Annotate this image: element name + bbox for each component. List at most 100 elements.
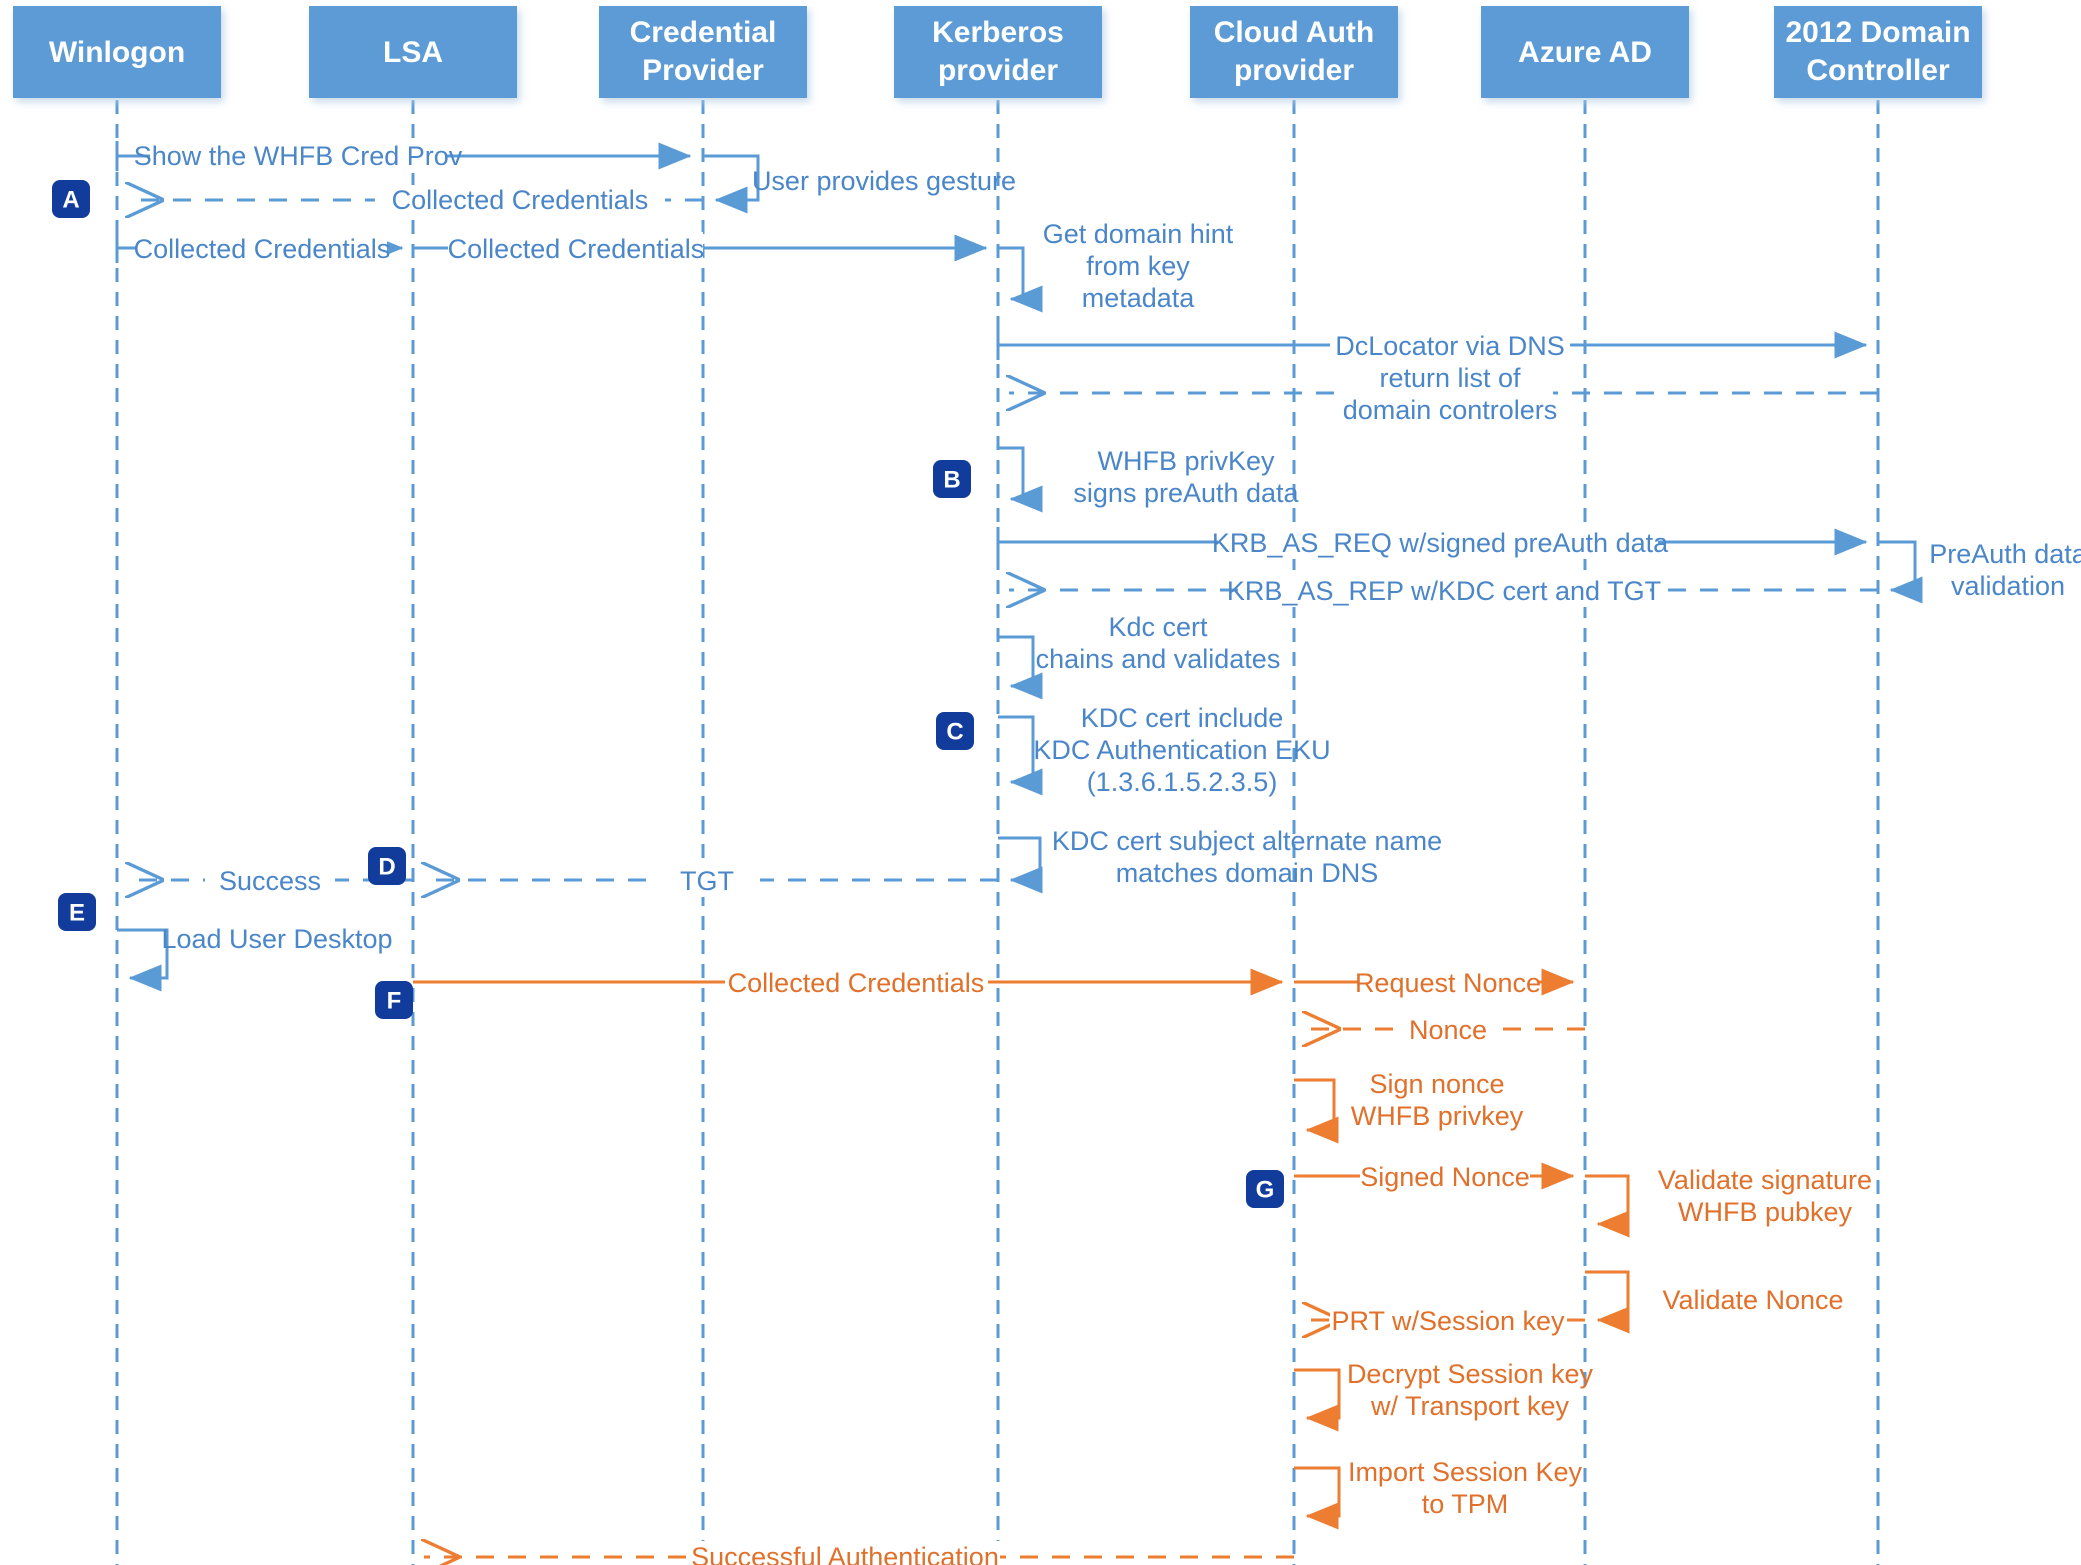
message-whfb-privkey-signs-preauth[interactable]: WHFB privKey signs preAuth data [998,446,1300,513]
message-decrypt-session-key[interactable]: Decrypt Session key w/ Transport key [1294,1359,1594,1432]
step-badge-F[interactable]: F [375,981,413,1019]
lane-label-cloudauth-line2: provider [1234,54,1354,87]
step-badge-A[interactable]: A [52,180,90,218]
message-label-m6-line2: from key [1086,251,1190,281]
message-kdc-cert-san-matches-dns[interactable]: KDC cert subject alternate name matches … [998,826,1442,894]
message-label-m4: Collected Credentials [134,234,391,264]
message-label-m13-line1: Kdc cert [1108,612,1208,642]
lane-label-credprov-line1: Credential [630,16,777,49]
message-return-list-of-domain-controllers[interactable]: return list of domain controlers [1009,362,1878,425]
message-label-m28-line2: to TPM [1422,1489,1509,1519]
message-label-m15-line2: matches domain DNS [1116,858,1379,888]
svg-text:Azure AD: Azure AD [1518,36,1652,69]
message-show-whfb-cred-prov[interactable]: Show the WHFB Cred Prov [115,140,692,173]
step-badge-label-G: G [1256,1177,1275,1204]
step-badges: A B C D E F G [52,180,1284,1208]
step-badge-D[interactable]: D [368,847,406,885]
message-label-m14-line2: KDC Authentication EKU [1033,735,1330,765]
message-success[interactable]: Success [128,865,413,897]
message-label-m6-line3: metadata [1082,283,1196,313]
message-label-m27-line2: w/ Transport key [1370,1391,1570,1421]
message-collected-credentials-winlogon-lsa[interactable]: Collected Credentials [115,232,404,265]
message-label-m1: Show the WHFB Cred Prov [134,141,463,171]
message-import-session-key-to-tpm[interactable]: Import Session Key to TPM [1294,1457,1583,1530]
message-label-m8-line2: domain controlers [1343,395,1558,425]
message-user-provides-gesture[interactable]: User provides gesture [703,154,1016,214]
message-label-m18: Load User Desktop [161,924,392,954]
step-badge-label-B: B [943,467,960,494]
message-label-m10: KRB_AS_REQ w/signed preAuth data [1212,528,1669,558]
message-label-m8-line1: return list of [1379,363,1521,393]
lane-label-credprov-line2: Provider [642,54,764,87]
message-label-m17: Success [219,866,321,896]
message-label-m15-line1: KDC cert subject alternate name [1052,826,1442,856]
lane-header-kerberos-provider[interactable]: Kerberos provider [894,6,1102,98]
message-label-m20: Request Nonce [1355,968,1541,998]
message-collected-credentials-lsa-cloudauth[interactable]: Collected Credentials [413,967,1284,999]
message-signed-nonce[interactable]: Signed Nonce [1294,1161,1575,1193]
message-label-m19: Collected Credentials [728,968,985,998]
message-validate-signature-whfb-pubkey[interactable]: Validate signature WHFB pubkey [1585,1165,1872,1238]
message-request-nonce[interactable]: Request Nonce [1294,967,1575,999]
message-krb-as-req[interactable]: KRB_AS_REQ w/signed preAuth data [996,527,1868,559]
step-badge-label-A: A [62,187,79,214]
message-successful-authentication[interactable]: Successful Authentication [424,1541,1294,1565]
step-badge-E[interactable]: E [58,893,96,931]
step-badge-label-C: C [946,719,963,746]
lane-header-cloud-auth-provider[interactable]: Cloud Auth provider [1190,6,1398,98]
message-label-m24-line1: Validate signature [1658,1165,1872,1195]
message-label-m27-line1: Decrypt Session key [1347,1359,1594,1389]
lane-header-winlogon[interactable]: Winlogon [13,6,221,98]
message-label-m28-line1: Import Session Key [1348,1457,1583,1487]
message-validate-nonce[interactable]: Validate Nonce [1585,1270,1844,1334]
step-badge-C[interactable]: C [936,712,974,750]
message-label-m22-line1: Sign nonce [1369,1069,1504,1099]
message-collected-credentials-lsa-kerberos[interactable]: Collected Credentials [413,232,988,265]
step-badge-B[interactable]: B [933,460,971,498]
message-label-m5: Collected Credentials [448,234,705,264]
message-label-m13-line2: chains and validates [1036,644,1281,674]
message-label-m11-line1: PreAuth data [1929,539,2081,569]
lane-header-azure-ad[interactable]: Azure AD [1481,6,1689,98]
message-preauth-data-validation[interactable]: PreAuth data validation [1878,539,2081,604]
message-kdc-cert-include-eku[interactable]: KDC cert include KDC Authentication EKU … [998,703,1331,797]
lane-label-kerberos-line1: Kerberos [932,16,1064,49]
message-label-m21: Nonce [1409,1015,1487,1045]
lane-label-cloudauth-line1: Cloud Auth [1214,16,1375,49]
message-tgt[interactable]: TGT [424,865,998,897]
step-badge-label-D: D [378,854,395,881]
message-kdc-cert-chains-and-validates[interactable]: Kdc cert chains and validates [998,612,1281,700]
message-dclocator-via-dns[interactable]: DcLocator via DNS [996,330,1868,362]
message-load-user-desktop[interactable]: Load User Desktop [117,924,393,992]
message-label-m6-line1: Get domain hint [1043,219,1234,249]
lane-header-lsa[interactable]: LSA [309,6,517,98]
message-get-domain-hint[interactable]: Get domain hint from key metadata [998,219,1234,313]
step-badge-label-F: F [387,988,402,1015]
message-label-m22-line2: WHFB privkey [1351,1101,1524,1131]
message-label-m23: Signed Nonce [1360,1162,1530,1192]
message-collected-credentials-to-winlogon[interactable]: Collected Credentials [128,185,703,217]
message-label-m14-line3: (1.3.6.1.5.2.3.5) [1087,767,1278,797]
lane-label-kerberos-line2: provider [938,54,1058,87]
message-label-m7: DcLocator via DNS [1335,331,1565,361]
message-sign-nonce-whfb-privkey[interactable]: Sign nonce WHFB privkey [1294,1069,1524,1144]
message-label-m25: Validate Nonce [1662,1285,1843,1315]
message-nonce[interactable]: Nonce [1305,1014,1585,1046]
message-prt-with-session-key[interactable]: PRT w/Session key [1305,1305,1585,1337]
message-krb-as-rep[interactable]: KRB_AS_REP w/KDC cert and TGT [1009,575,1878,607]
step-badge-G[interactable]: G [1246,1170,1284,1208]
svg-text:Winlogon: Winlogon [49,36,185,69]
message-label-m12: KRB_AS_REP w/KDC cert and TGT [1227,576,1661,606]
message-label-m9-line2: signs preAuth data [1073,478,1299,508]
message-label-m16: TGT [680,866,734,896]
message-label-m3: Collected Credentials [392,185,649,215]
